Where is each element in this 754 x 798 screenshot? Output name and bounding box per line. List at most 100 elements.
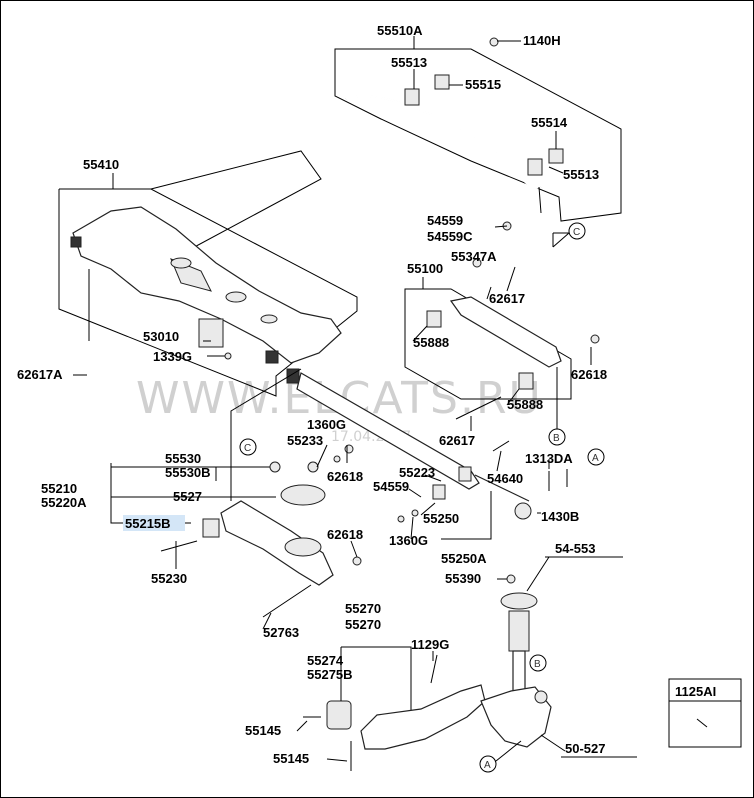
stabilizer-bushing-right: [527, 158, 543, 176]
inset-bolt-icon: [696, 718, 708, 728]
label-55145-1: 55145: [245, 723, 281, 738]
label-55210: 55210: [41, 481, 77, 496]
label-55410: 55410: [83, 157, 119, 172]
label-54-553: 54-553: [555, 541, 595, 556]
svg-text:C: C: [244, 443, 251, 454]
ball-joint-link: [474, 474, 530, 502]
label-55530b: 55530B: [165, 465, 211, 480]
lateral-link: [296, 372, 480, 490]
label-62617-upper: 62617: [489, 291, 525, 306]
label-55513-right: 55513: [563, 167, 599, 182]
trailing-bushing: [326, 700, 352, 730]
bolt-1129g: [430, 654, 438, 684]
label-55888-left: 55888: [413, 335, 449, 350]
label-55515: 55515: [465, 77, 501, 92]
stabilizer-group-outline: [334, 48, 622, 222]
label-55233: 55233: [287, 433, 323, 448]
highlight-55215b: [123, 515, 185, 531]
label-1339g: 1339G: [153, 349, 192, 364]
nut-62618-low: [352, 556, 362, 566]
label-52763: 52763: [263, 625, 299, 640]
bushing-55223: [458, 466, 472, 482]
label-1360g-top: 1360G: [307, 417, 346, 432]
label-55514: 55514: [531, 115, 568, 130]
label-55145-2: 55145: [273, 751, 309, 766]
mount-front-left: [70, 236, 82, 248]
part-labels: 55510A 1140H 55513 55515 55514 55513 554…: [17, 23, 637, 766]
shock-boot: [508, 610, 530, 652]
bushing-55215b: [202, 518, 220, 538]
callout-b-knuckle: B: [529, 654, 547, 672]
svg-text:A: A: [484, 760, 491, 771]
label-55270-2: 55270: [345, 617, 381, 632]
stabilizer-bracket-left: [434, 74, 450, 90]
label-55250a: 55250A: [441, 551, 487, 566]
label-54559-top: 54559: [427, 213, 463, 228]
bolt-1140h: [489, 37, 499, 47]
label-55230: 55230: [151, 571, 187, 586]
upper-arm-outline: [404, 288, 572, 400]
label-55513-top: 55513: [391, 55, 427, 70]
ball-joint: [514, 502, 532, 520]
label-54559-mid: 54559: [373, 479, 409, 494]
label-1129g: 1129G: [411, 637, 449, 652]
bushing-55888-2: [518, 372, 534, 390]
label-5527: 5527: [173, 489, 202, 504]
svg-text:1125AI: 1125AI: [675, 684, 716, 699]
label-55530: 55530: [165, 451, 201, 466]
shock-leader: [526, 556, 550, 592]
knuckle-hub: [534, 690, 548, 704]
lower-arm-group: [110, 368, 362, 618]
nut-62618-upper: [590, 334, 600, 344]
lateral-arm-group: [296, 372, 568, 540]
callout-a-right: A: [587, 448, 605, 466]
label-62618-mid: 62618: [327, 469, 363, 484]
label-55250: 55250: [423, 511, 459, 526]
stabilizer-bar-group: [334, 37, 622, 231]
label-55510a: 55510A: [377, 23, 423, 38]
label-62617-lower: 62617: [439, 433, 475, 448]
stopper-55233: [307, 461, 319, 473]
label-1313da: 1313DA: [525, 451, 573, 466]
label-62618-low: 62618: [327, 527, 363, 542]
label-54559c: 54559C: [427, 229, 473, 244]
bushing-55250: [432, 484, 446, 500]
label-54640: 54640: [487, 471, 523, 486]
mount-rear: [265, 350, 279, 364]
callout-c-mid: C: [239, 438, 257, 456]
bolt-62617-lower: [455, 396, 502, 420]
nut-55390: [506, 574, 516, 584]
nut-1339g: [224, 352, 232, 360]
subframe-leader: [150, 150, 322, 252]
callout-c-top: C: [552, 222, 586, 248]
label-55390: 55390: [445, 571, 481, 586]
label-55347a: 55347A: [451, 249, 497, 264]
label-1140h: 1140H: [523, 33, 561, 48]
svg-text:A: A: [592, 453, 599, 464]
upper-arm-group: [404, 258, 600, 420]
lower-arm: [220, 500, 334, 586]
washer-1360g: [411, 509, 419, 517]
bushing-55888-1: [426, 310, 442, 328]
label-leaders: [73, 36, 592, 762]
nut-1360g: [333, 455, 341, 463]
label-55888-right: 55888: [507, 397, 543, 412]
knuckle-leader: [540, 734, 566, 752]
stabilizer-bar: [345, 95, 542, 189]
label-62617a: 62617A: [17, 367, 63, 382]
svg-text:B: B: [553, 433, 560, 444]
label-55215b: 55215B: [125, 516, 171, 531]
shock-absorber-group: [500, 556, 550, 702]
inset-1125ai: 1125AI: [668, 678, 742, 748]
label-55270-1: 55270: [345, 601, 381, 616]
bracket-53010: [198, 318, 224, 348]
bolt-55230: [160, 540, 198, 552]
spring-pad: [284, 537, 322, 557]
spring-seat: [280, 484, 326, 506]
knuckle: [480, 686, 552, 748]
callout-a-bottom: A: [479, 740, 522, 773]
label-55220a: 55220A: [41, 495, 87, 510]
stabilizer-bracket-right: [548, 148, 564, 164]
label-55275b: 55275B: [307, 667, 353, 682]
